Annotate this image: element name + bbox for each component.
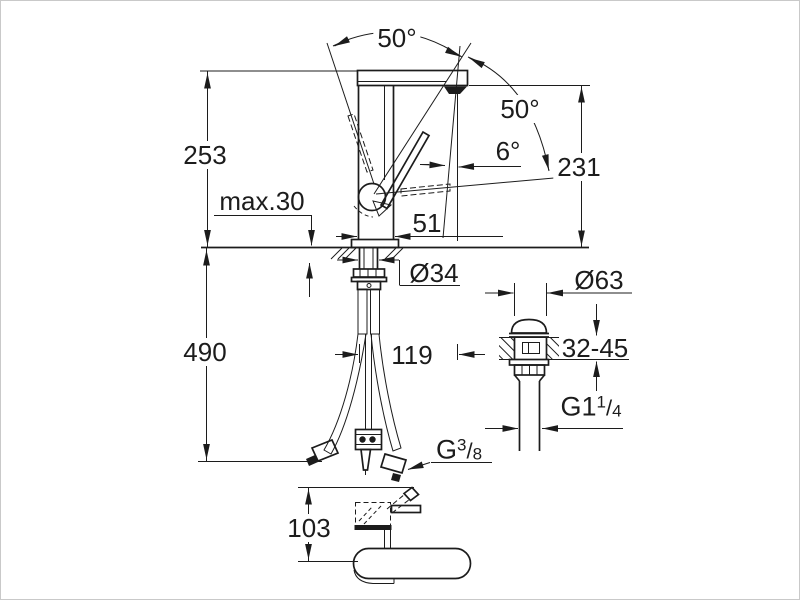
pop-up-rod bbox=[354, 334, 383, 475]
dimension-annotations bbox=[198, 31, 632, 562]
faucet-top-view bbox=[352, 486, 472, 584]
faucet-side-view bbox=[201, 42, 589, 260]
supply-hoses bbox=[306, 288, 408, 482]
mounting-shank bbox=[350, 248, 388, 291]
drain-detail bbox=[499, 318, 629, 451]
